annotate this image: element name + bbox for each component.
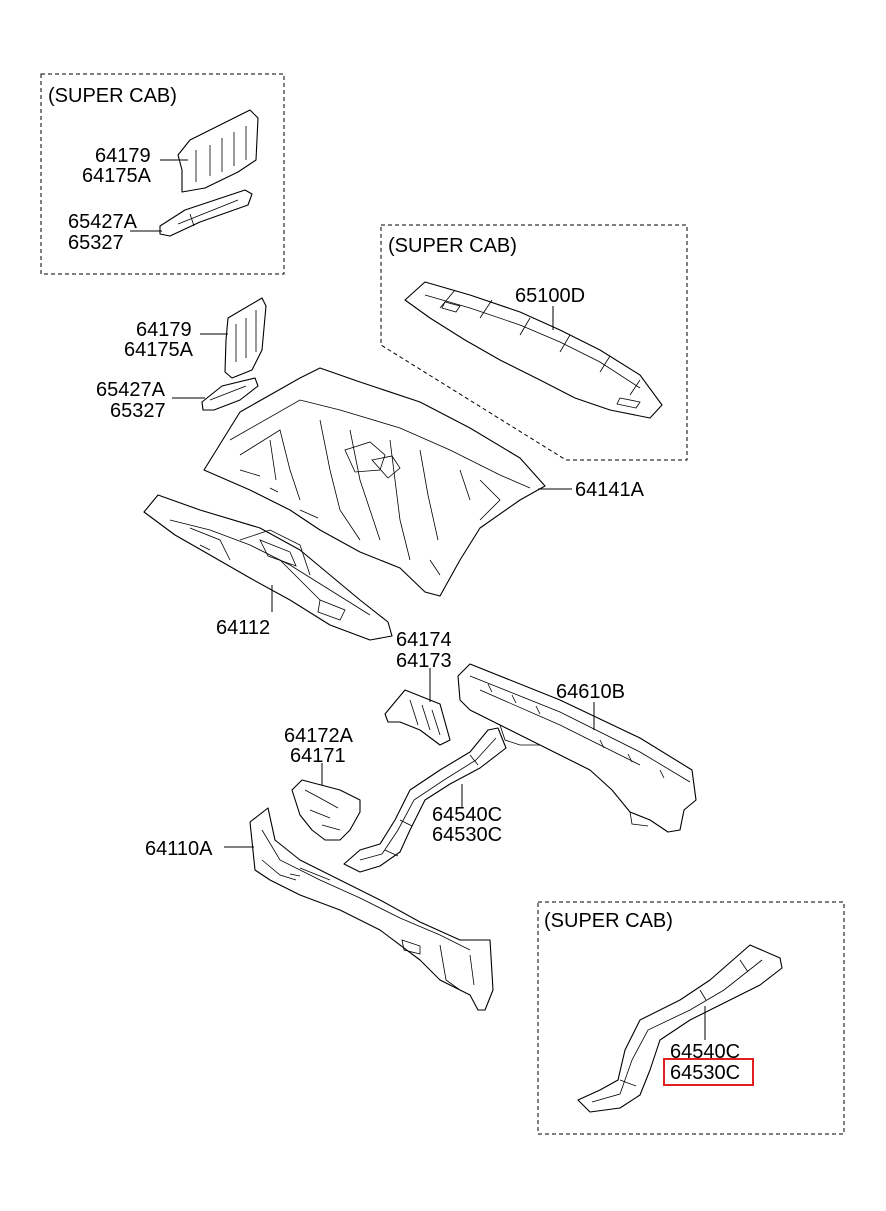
part-label-64530C: 64530C — [432, 824, 502, 846]
part-65427A-drawing — [201, 377, 259, 411]
part-65100D-drawing — [404, 281, 663, 419]
part-label-65427A: 65427A — [96, 379, 166, 401]
super-cab-box-c — [537, 901, 845, 1135]
part-label-64540C-super-cab: 64540C — [670, 1041, 740, 1063]
part-label-64540C: 64540C — [432, 804, 502, 826]
super-cab-group-b: (SUPER CAB) 65100D — [380, 224, 688, 461]
part-label-65327: 65327 — [110, 400, 166, 422]
part-label-64171: 64171 — [290, 745, 346, 767]
part-64540C-drawing — [343, 727, 507, 873]
highlight-box — [663, 1058, 754, 1086]
super-cab-box-b — [380, 224, 688, 461]
part-64179-super-cab-drawing — [177, 109, 259, 193]
part-64610B-drawing — [457, 663, 697, 833]
part-64110A-drawing — [249, 807, 494, 1011]
part-label-64175A-super-cab: 64175A — [82, 165, 152, 187]
part-label-64175A: 64175A — [124, 339, 194, 361]
part-64141A-drawing — [203, 367, 546, 597]
part-label-64179: 64179 — [136, 319, 192, 341]
part-label-64110A: 64110A — [145, 838, 213, 860]
super-cab-label-a: (SUPER CAB) — [48, 85, 177, 107]
part-65427A-super-cab-drawing — [159, 189, 253, 237]
part-label-64179-super-cab: 64179 — [95, 145, 151, 167]
part-label-64173: 64173 — [396, 650, 452, 672]
part-label-64172A: 64172A — [284, 725, 354, 747]
part-label-64112: 64112 — [216, 617, 270, 639]
part-64540C-super-cab-drawing — [577, 944, 783, 1113]
part-label-65100D: 65100D — [515, 285, 585, 307]
part-label-64610B: 64610B — [556, 681, 625, 703]
super-cab-group-c: (SUPER CAB) 64540C 64530C — [537, 901, 845, 1135]
super-cab-box-a — [40, 73, 285, 275]
part-64172A-drawing — [291, 779, 361, 841]
super-cab-label-c: (SUPER CAB) — [544, 910, 673, 932]
part-label-65327-super-cab: 65327 — [68, 232, 124, 254]
part-label-64530C-super-cab[interactable]: 64530C — [670, 1062, 740, 1084]
part-label-65427A-super-cab: 65427A — [68, 211, 138, 233]
super-cab-label-b: (SUPER CAB) — [388, 235, 517, 257]
part-64179-drawing — [224, 297, 267, 379]
part-label-64141A: 64141A — [575, 479, 645, 501]
part-label-64174: 64174 — [396, 629, 452, 651]
part-64174-drawing — [384, 689, 451, 746]
part-64112-drawing — [143, 494, 393, 641]
super-cab-group-a: (SUPER CAB) 64179 64175A 65427A 65327 — [40, 73, 285, 275]
